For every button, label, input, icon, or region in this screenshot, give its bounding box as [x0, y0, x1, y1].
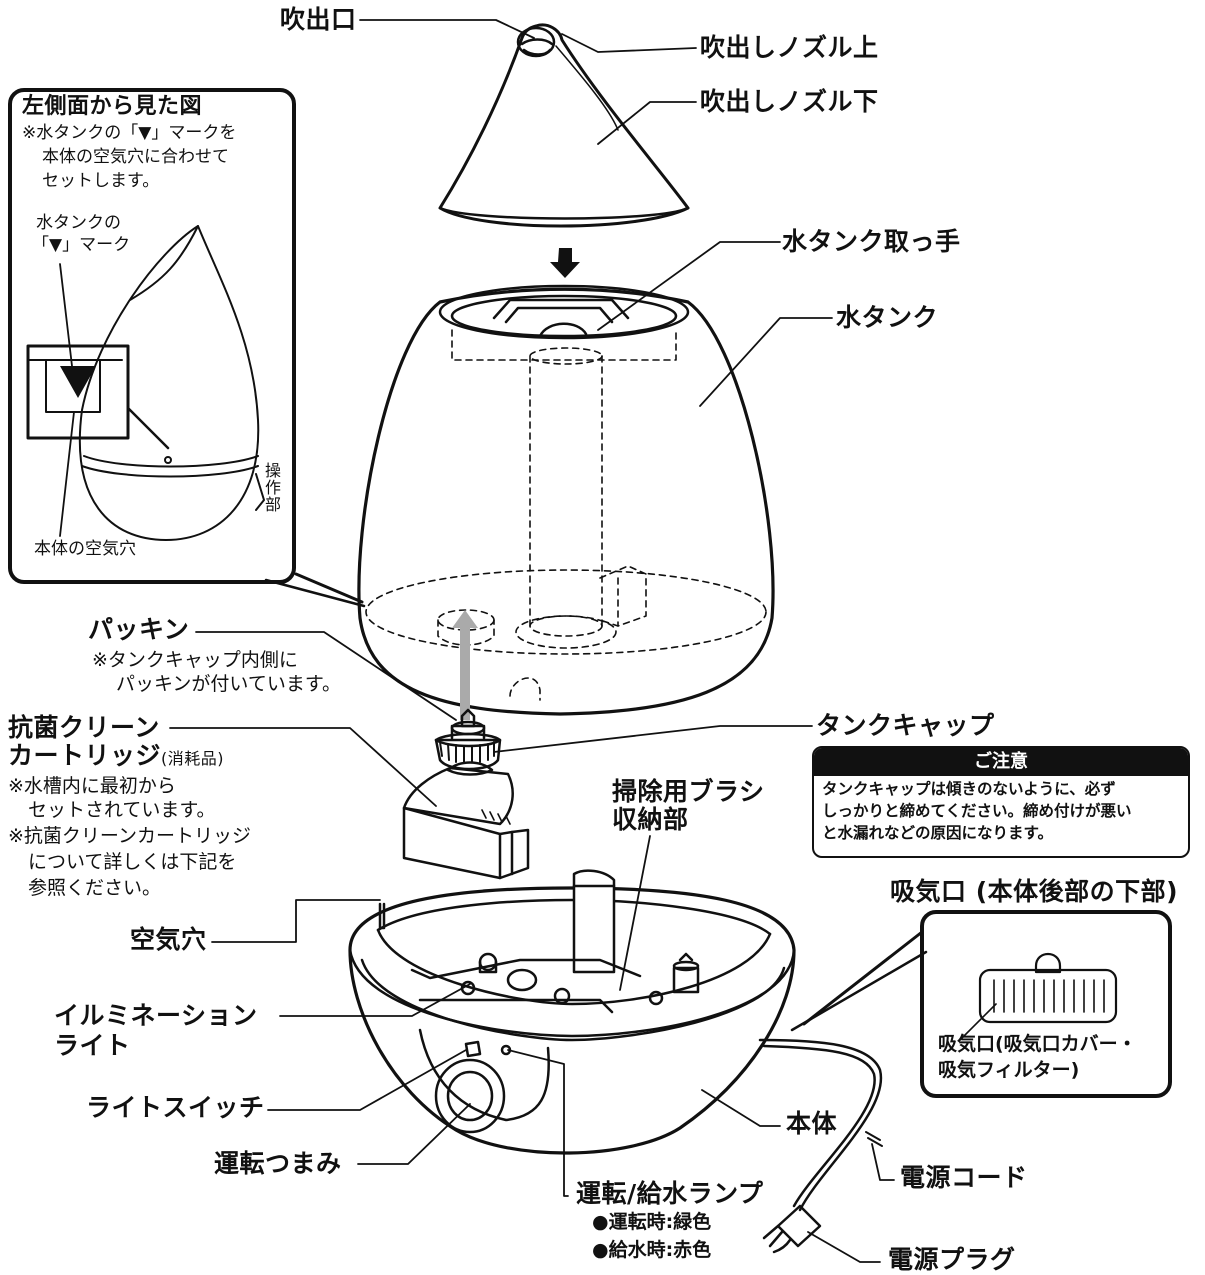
label-outlet: 吹出口 — [280, 5, 357, 34]
side-view-note-1: ※水タンクの「▼」マークを — [22, 123, 237, 143]
tank-cap-illustration — [434, 708, 502, 771]
notice-body: タンクキャップは傾きのないように、必ず しっかりと締めてください。締め付けが悪い… — [814, 776, 1188, 844]
label-power-plug: 電源プラグ — [888, 1245, 1016, 1274]
side-view-control: 操作部 — [264, 461, 281, 514]
power-cord-illustration — [758, 1038, 883, 1254]
notice-line-2: しっかりと締めてください。締め付けが悪い — [822, 802, 1132, 820]
label-tank-cap: タンクキャップ — [816, 711, 995, 740]
lamp-water: ●給水時:赤色 — [592, 1239, 712, 1261]
label-air-hole: 空気穴 — [130, 925, 207, 954]
side-view-mark-2: 「▼」マーク — [32, 235, 131, 255]
cartridge-note-2: セットされています。 — [28, 799, 216, 821]
cartridge-illustration — [402, 761, 530, 880]
label-cartridge-2: カートリッジ(消耗品) — [8, 741, 225, 770]
label-lamp: 運転/給水ランプ — [576, 1179, 764, 1208]
cartridge-note-1: ※水槽内に最初から — [8, 775, 176, 797]
side-view-note-3: セットします。 — [42, 171, 160, 191]
side-view-note-2: 本体の空気穴に合わせて — [42, 147, 229, 167]
label-intake-1: 吸気口(吸気口カバー・ — [938, 1033, 1137, 1055]
label-light-switch: ライトスイッチ — [86, 1093, 265, 1122]
label-illumination-2: ライト — [54, 1031, 131, 1060]
label-nozzle-top: 吹出しノズル上 — [700, 33, 879, 62]
side-view-mark-1: 水タンクの — [36, 213, 121, 233]
water-tank-illustration — [357, 284, 775, 720]
cartridge-note-3: ※抗菌クリーンカートリッジ — [8, 825, 251, 847]
notice-box: ご注意 タンクキャップは傾きのないように、必ず しっかりと締めてください。締め付… — [812, 746, 1190, 858]
down-arrow-icon — [550, 248, 580, 278]
side-view-illustration — [26, 225, 265, 541]
notice-line-1: タンクキャップは傾きのないように、必ず — [822, 780, 1116, 798]
packing-note-2: パッキンが付いています。 — [116, 673, 341, 695]
label-tank: 水タンク — [836, 303, 939, 332]
cartridge-note-5: 参照ください。 — [28, 877, 162, 899]
label-brush-storage-2: 収納部 — [612, 805, 689, 834]
label-nozzle-bottom: 吹出しノズル下 — [700, 87, 879, 116]
label-tank-handle: 水タンク取っ手 — [782, 227, 961, 256]
label-operation-knob: 運転つまみ — [214, 1149, 342, 1178]
label-illumination-1: イルミネーション — [54, 1001, 258, 1030]
label-cartridge-1: 抗菌クリーン — [8, 713, 160, 742]
label-brush-storage-1: 掃除用ブラシ — [612, 777, 765, 806]
label-intake-2: 吸気フィルター) — [938, 1059, 1080, 1081]
label-power-cord: 電源コード — [900, 1163, 1028, 1192]
packing-note-1: ※タンクキャップ内側に — [92, 649, 298, 671]
cartridge-note-4: について詳しくは下記を — [28, 851, 237, 873]
notice-heading: ご注意 — [814, 748, 1188, 776]
intake-illustration — [790, 930, 1118, 1041]
label-intake-title: 吸気口 (本体後部の下部) — [890, 877, 1179, 906]
main-body-illustration — [348, 869, 796, 1155]
side-view-title: 左側面から見た図 — [22, 94, 203, 119]
notice-line-3: と水漏れなどの原因になります。 — [822, 824, 1053, 842]
label-body: 本体 — [786, 1109, 838, 1138]
side-view-frame — [8, 88, 296, 584]
side-view-body-air-hole: 本体の空気穴 — [34, 539, 136, 559]
nozzle-illustration — [438, 23, 690, 228]
label-packing: パッキン — [88, 615, 190, 644]
lamp-run: ●運転時:緑色 — [592, 1211, 712, 1233]
intake-frame — [920, 910, 1172, 1098]
